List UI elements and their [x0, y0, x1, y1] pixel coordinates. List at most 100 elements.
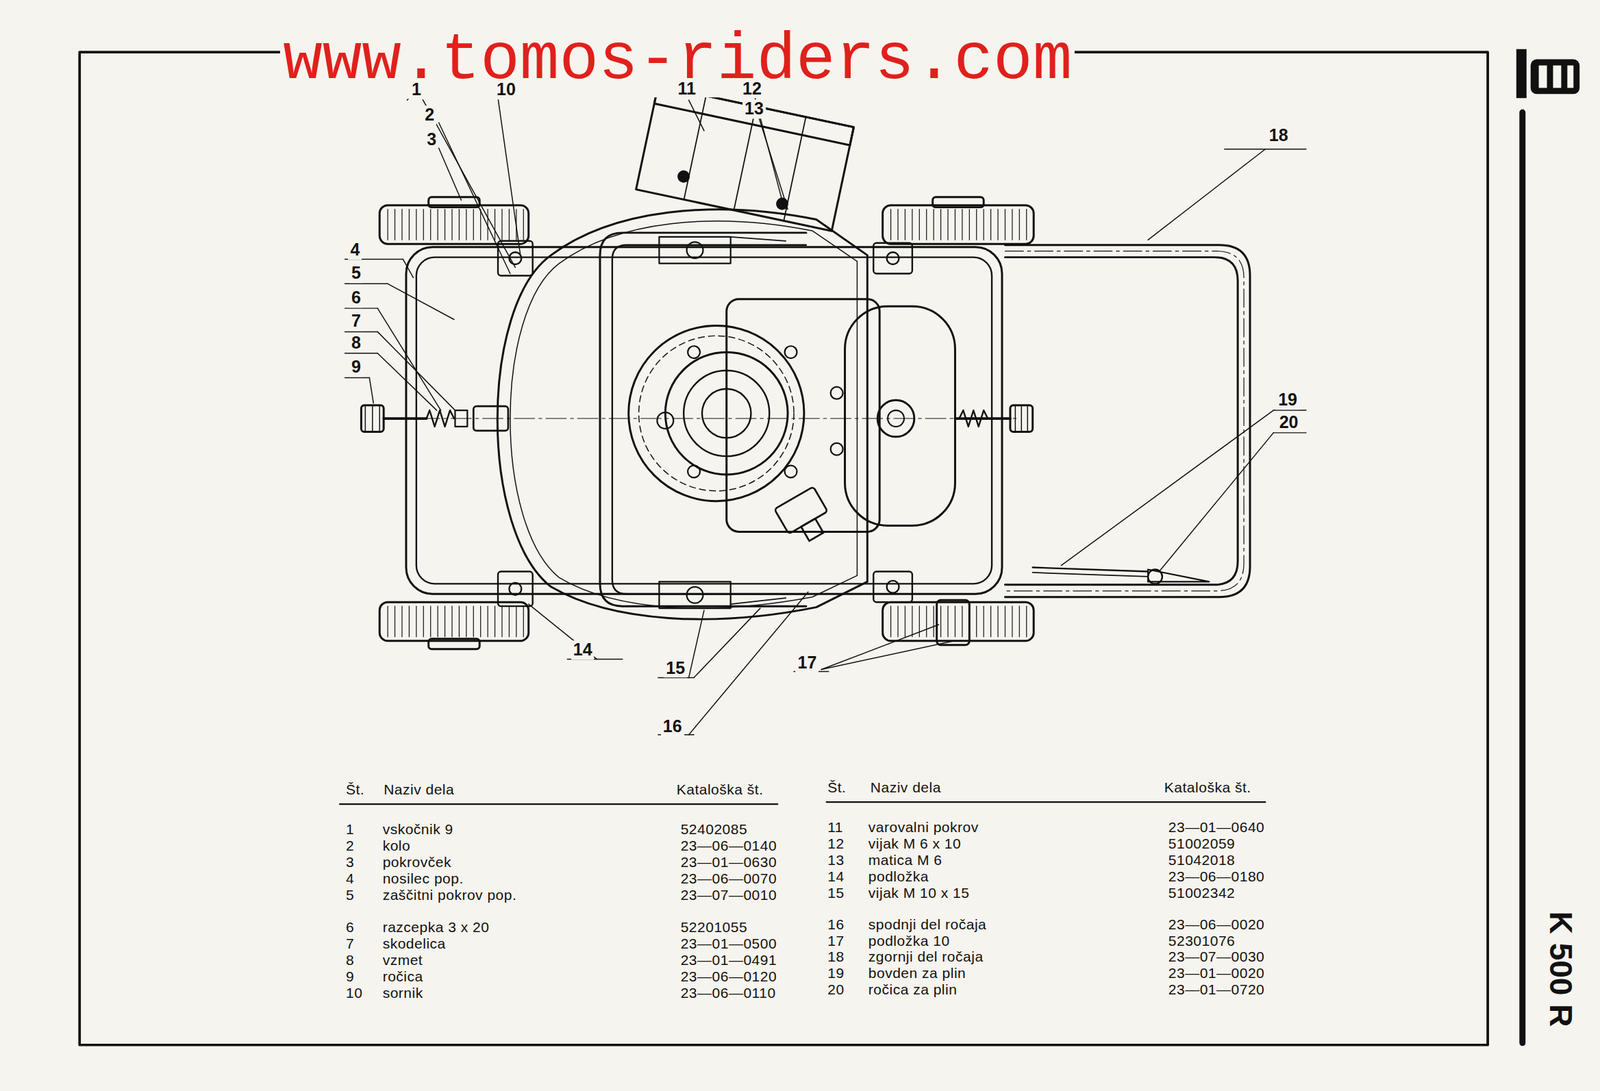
callout-number: 16 [660, 717, 685, 737]
table-cell: 15 [827, 884, 844, 901]
wheel-tread [451, 606, 453, 637]
table-cell: 23—07—0010 [680, 886, 777, 903]
wheel-tread [423, 209, 424, 241]
wheel-tread [387, 606, 389, 637]
wheel-tread [890, 606, 892, 637]
table-cell: 23—06—0110 [680, 984, 777, 1001]
wheel-tread [990, 209, 992, 241]
wheel-tread [940, 606, 942, 637]
callout-number: 18 [1267, 126, 1291, 146]
table-cell: varovalni pokrov [868, 819, 979, 836]
wheel-tread [480, 209, 481, 241]
table-cell: 51002059 [1168, 836, 1235, 853]
wheel-tread [465, 606, 467, 637]
wheel-tread [451, 209, 453, 241]
wheel-tread [473, 606, 474, 637]
wheel-tread [897, 606, 898, 637]
table-cell: 17 [827, 932, 844, 949]
table-cell: 5 [345, 886, 355, 903]
table-cell: vijak M 6 x 10 [868, 836, 961, 853]
wheel-tread [437, 606, 439, 637]
callout-number: 12 [740, 79, 764, 99]
callout-number: 19 [1276, 390, 1300, 410]
wheel-tread [1026, 606, 1027, 637]
wheel-tread [394, 606, 396, 637]
wheel-tread [444, 209, 446, 241]
table-header: Št. [827, 780, 846, 796]
table-cell: 23—01—0020 [1168, 965, 1265, 982]
table-cell: podložka [868, 868, 929, 885]
table-cell: 23—06—0140 [680, 837, 777, 854]
wheel-tread [515, 606, 517, 637]
table-cell: 1 [345, 821, 355, 838]
wheel-tread [458, 606, 460, 637]
wheel-tread [458, 209, 460, 241]
wheel-tread [494, 209, 496, 241]
table-cell: 9 [345, 968, 355, 985]
callout-number: 3 [424, 130, 439, 150]
table-cell: 12 [827, 836, 844, 853]
table-cell: vzmet [382, 952, 424, 968]
table-cell: 23—06—0020 [1168, 916, 1265, 933]
table-cell: 19 [827, 965, 844, 982]
table-cell: zgornji del ročaja [868, 949, 984, 966]
wheel-tread [523, 209, 524, 241]
wheel-tread [890, 209, 892, 241]
callout-number: 10 [494, 80, 518, 100]
wheel-tread [940, 209, 942, 241]
table-cell: 3 [345, 854, 355, 870]
table-cell: zaščitni pokrov pop. [382, 886, 518, 903]
callout-number: 17 [795, 654, 820, 674]
callout-number: 6 [349, 288, 364, 308]
wheel-tread [947, 209, 948, 241]
wheel-tread [415, 606, 417, 637]
wheel-tread [919, 209, 920, 241]
callout-number: 7 [349, 312, 364, 332]
table-cell: sornik [382, 984, 424, 1001]
wheel-tread [1011, 606, 1013, 637]
table-cell: 52201055 [680, 919, 748, 936]
wheel-tread [1004, 606, 1006, 637]
table-header: Naziv dela [870, 780, 942, 796]
wheel-tread [954, 209, 956, 241]
wheel-tread [444, 606, 446, 637]
wheel-tread [897, 209, 898, 241]
wheel-tread [969, 606, 970, 637]
wheel-tread [501, 209, 503, 241]
table-cell: 23—06—0120 [680, 968, 777, 985]
wheel-tread [465, 209, 467, 241]
table-cell: 23—01—0500 [680, 936, 777, 953]
wheel-tread [976, 209, 977, 241]
wheel-tread [415, 209, 417, 241]
wheel-tread [1019, 209, 1020, 241]
wheel-tread [401, 209, 403, 241]
table-cell: 23—07—0030 [1168, 949, 1265, 966]
wheel-tread [487, 606, 489, 637]
table-cell: bovden za plin [868, 965, 966, 982]
wheel-tread [976, 606, 977, 637]
wheel-tread [990, 606, 992, 637]
callout-number: 15 [663, 658, 687, 679]
table-cell: matica M 6 [868, 852, 943, 868]
table-cell: 20 [827, 982, 844, 998]
wheel-tread [1004, 209, 1006, 241]
table-cell: ročica za plin [868, 982, 958, 998]
table-cell: 10 [345, 984, 363, 1001]
table-cell: razcepka 3 x 20 [382, 919, 490, 936]
table-cell: 52402085 [680, 821, 748, 838]
wheel-tread [437, 209, 439, 241]
wheel-tread [983, 209, 985, 241]
wheel-tread [997, 209, 998, 241]
wheel-tread [394, 209, 396, 241]
table-cell: 2 [345, 837, 355, 854]
wheel-tread [983, 606, 985, 637]
table-header: Kataloška št. [676, 782, 764, 798]
table-cell: 23—06—0070 [680, 870, 777, 887]
wheel-tread [997, 606, 998, 637]
wheel-tread [494, 606, 496, 637]
wheel-tread [947, 606, 948, 637]
wheel-tread [933, 606, 935, 637]
table-cell: spodnji del ročaja [868, 916, 987, 933]
